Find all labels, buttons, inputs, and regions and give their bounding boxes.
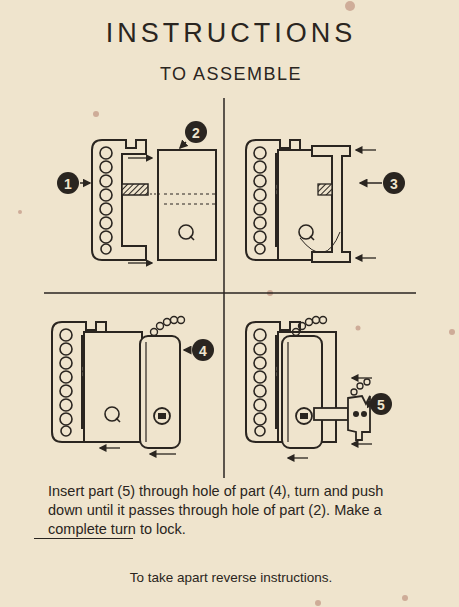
title: INSTRUCTIONS xyxy=(106,18,357,49)
underline xyxy=(34,538,133,539)
caption: To take apart reverse instructions. xyxy=(130,570,333,585)
subtitle: TO ASSEMBLE xyxy=(160,64,302,85)
callout-number: 3 xyxy=(390,177,398,191)
callout-number: 2 xyxy=(192,126,200,140)
callout-number: 1 xyxy=(64,177,72,191)
instruction-text: Insert part (5) through hole of part (4)… xyxy=(48,482,416,539)
callout-number: 4 xyxy=(199,344,207,358)
callout-number: 5 xyxy=(377,398,385,412)
